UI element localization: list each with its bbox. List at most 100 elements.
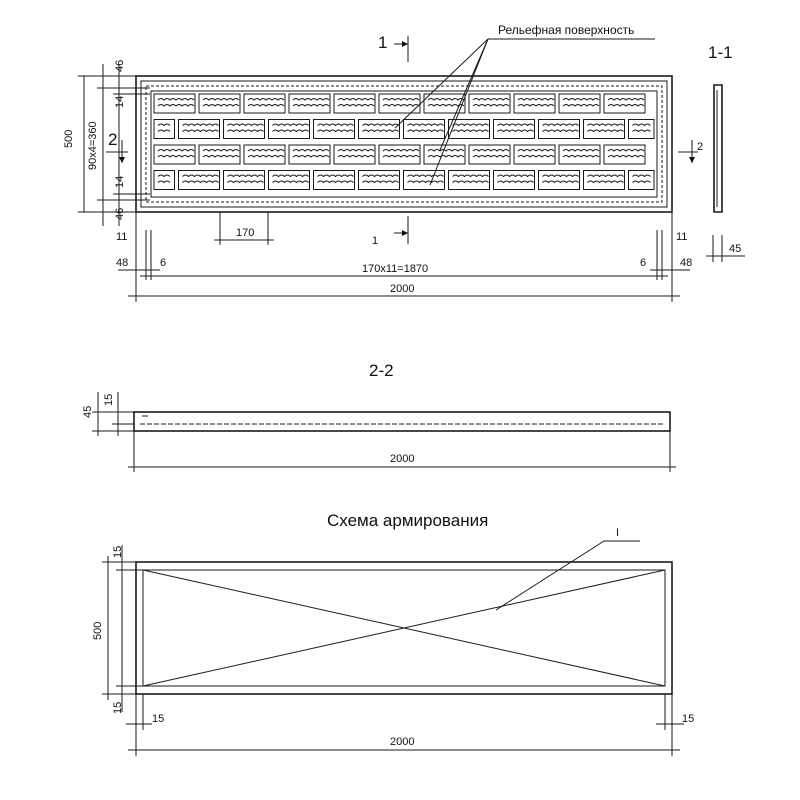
brick <box>448 119 490 139</box>
brick-texture <box>607 149 645 152</box>
brick <box>628 170 655 190</box>
brick-texture <box>272 174 309 178</box>
brick-texture <box>542 123 579 127</box>
brick-texture <box>202 104 240 107</box>
brick-texture <box>452 180 489 184</box>
panel-inner-border <box>140 80 668 208</box>
brick-texture <box>407 174 444 178</box>
brick-texture <box>157 180 171 184</box>
dim-48-left: 48 <box>116 257 128 269</box>
brick-texture <box>202 98 240 101</box>
brick <box>178 119 220 139</box>
dim-45-side: 45 <box>729 243 741 255</box>
dim-14-bottom: 14 <box>114 176 126 188</box>
brick-texture <box>632 174 651 178</box>
brick-texture <box>587 174 624 178</box>
brick <box>268 119 310 139</box>
brick-texture <box>202 155 240 158</box>
brick <box>333 144 376 165</box>
cut-2-label-left: 2 <box>108 130 117 149</box>
brick-texture <box>382 155 420 158</box>
brick-texture <box>472 104 510 107</box>
brick <box>178 170 220 190</box>
brick <box>243 93 286 114</box>
panel-rope-frame <box>145 85 663 203</box>
brick-pattern <box>153 93 655 190</box>
brick <box>153 170 175 190</box>
section-1-1-label: 1-1 <box>708 43 733 62</box>
brick <box>558 144 601 165</box>
brick-texture <box>247 155 285 158</box>
brick-texture <box>182 123 219 127</box>
brick <box>538 170 580 190</box>
brick-texture <box>362 180 399 184</box>
brick-texture <box>542 129 579 133</box>
brick <box>153 93 196 114</box>
dim-90x4: 90x4=360 <box>87 121 99 170</box>
brick <box>198 93 241 114</box>
dim-500: 500 <box>63 130 75 148</box>
brick <box>603 144 646 165</box>
brick-texture <box>427 149 465 152</box>
section-1-1-profile <box>706 84 745 262</box>
dim-46-bottom: 46 <box>114 208 126 220</box>
brick-texture <box>382 98 420 101</box>
brick <box>153 119 175 139</box>
brick-texture <box>517 155 555 158</box>
vertical-dimensions <box>78 64 150 226</box>
cut-1-label-top: 1 <box>378 33 387 52</box>
brick-texture <box>247 104 285 107</box>
brick <box>468 144 511 165</box>
brick-texture <box>632 129 651 133</box>
brick-texture <box>182 174 219 178</box>
brick-texture <box>407 129 444 133</box>
brick <box>268 170 310 190</box>
brick <box>423 144 466 165</box>
dim-170x11: 170x11=1870 <box>362 263 428 275</box>
dim-2-2-45: 45 <box>82 406 94 418</box>
brick-texture <box>562 98 600 101</box>
brick-texture <box>227 180 264 184</box>
brick-texture <box>607 104 645 107</box>
brick-texture <box>472 155 510 158</box>
brick-texture <box>427 104 465 107</box>
brick-texture <box>607 155 645 158</box>
brick-texture <box>157 104 195 107</box>
brick-texture <box>157 98 195 101</box>
brick-texture <box>562 155 600 158</box>
brick-texture <box>292 98 330 101</box>
brick-texture <box>407 180 444 184</box>
dim-2-2-15: 15 <box>103 394 115 406</box>
dim-48-right: 48 <box>680 257 692 269</box>
dim-6-right: 6 <box>640 257 646 269</box>
brick <box>538 119 580 139</box>
brick <box>153 144 196 165</box>
brick <box>603 93 646 114</box>
brick-texture <box>632 180 651 184</box>
brick <box>223 170 265 190</box>
brick-texture <box>382 149 420 152</box>
brick-texture <box>362 123 399 127</box>
brick-texture <box>182 180 219 184</box>
dim-11-right: 11 <box>676 231 687 243</box>
brick-texture <box>337 98 375 101</box>
brick-texture <box>292 149 330 152</box>
reinforcement-dim-15-bottom: 15 <box>112 702 124 714</box>
brick <box>628 119 655 139</box>
brick-texture <box>272 180 309 184</box>
brick-texture <box>632 123 651 127</box>
brick-texture <box>337 155 375 158</box>
brick-texture <box>562 104 600 107</box>
dim-11-left: 11 <box>116 231 127 243</box>
cut-1-markers <box>394 36 409 244</box>
brick <box>333 93 376 114</box>
brick <box>358 170 400 190</box>
brick-texture <box>317 174 354 178</box>
panel-top-view <box>135 75 673 213</box>
section-2-2-title: 2-2 <box>369 361 394 380</box>
brick-texture <box>292 104 330 107</box>
reinforcement-dim-15-right: 15 <box>682 713 694 725</box>
brick-texture <box>227 174 264 178</box>
section-2-2-dims <box>92 392 676 472</box>
brick-texture <box>272 129 309 133</box>
